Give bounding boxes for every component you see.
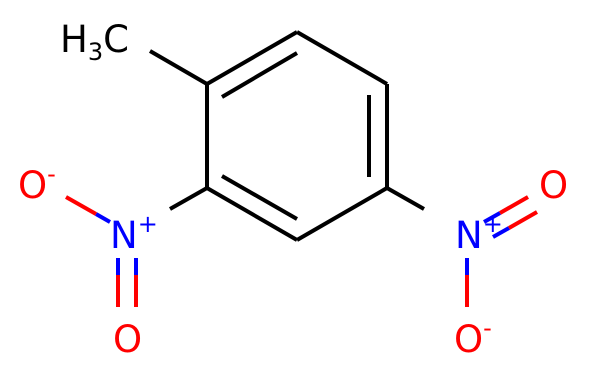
left-bottom-oxygen-label: O bbox=[113, 318, 142, 361]
right-nitrogen-to-top-oxygen-bond-o2 bbox=[508, 210, 538, 230]
ring-bond-bottom-left bbox=[205, 186, 299, 242]
methyl-label: H3C bbox=[60, 18, 129, 66]
left-top-oxygen-charge: - bbox=[47, 160, 56, 188]
right-bottom-oxygen-label: O- bbox=[454, 314, 492, 361]
methyl-bond bbox=[148, 49, 209, 86]
left-top-oxygen-label: O- bbox=[18, 160, 56, 207]
right-nitrogen-label: N+ bbox=[455, 210, 503, 257]
right-nitrogen-symbol: N bbox=[455, 214, 483, 257]
ring-to-left-nitrogen-bond bbox=[169, 186, 208, 211]
right-bottom-oxygen-symbol: O bbox=[454, 318, 483, 361]
right-nitrogen-charge: + bbox=[483, 210, 503, 238]
ring-bond-bottom-right bbox=[295, 186, 389, 242]
left-nitrogen-charge: + bbox=[138, 210, 158, 238]
ring-bond-top-right bbox=[295, 30, 389, 86]
ring-bond-bottom-left-inner bbox=[221, 174, 298, 221]
left-nitrogen-to-top-oxygen-bond-o bbox=[65, 195, 97, 216]
right-bottom-oxygen-charge: - bbox=[483, 314, 492, 342]
left-top-oxygen-symbol: O bbox=[18, 164, 47, 207]
ring-bond-top-left-inner bbox=[220, 51, 299, 99]
left-nitrogen-label: N+ bbox=[110, 210, 158, 257]
right-nitrogen-to-top-oxygen-bond-n2 bbox=[492, 226, 510, 239]
methyl-h: H bbox=[60, 18, 88, 61]
methyl-c: C bbox=[103, 18, 129, 61]
methyl-subscript: 3 bbox=[88, 38, 103, 66]
left-nitrogen-to-top-oxygen-bond-n bbox=[95, 212, 111, 224]
right-nitrogen-to-top-oxygen-bond-n1 bbox=[483, 211, 501, 224]
right-nitrogen-to-top-oxygen-bond-o1 bbox=[499, 195, 529, 215]
ring-to-right-nitrogen-bond bbox=[386, 186, 425, 211]
left-nitrogen-symbol: N bbox=[110, 214, 138, 257]
ring-bond-top-left bbox=[205, 30, 299, 86]
right-top-oxygen-label: O bbox=[539, 164, 568, 207]
